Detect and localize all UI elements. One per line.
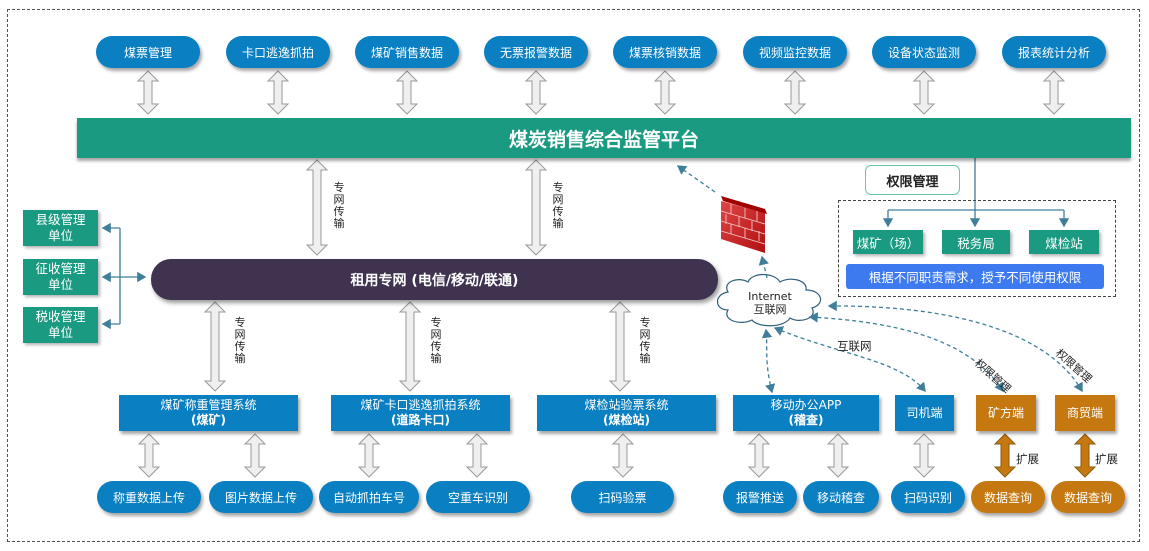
system-name: 移动办公APP xyxy=(770,398,842,412)
extend-label: 扩展 xyxy=(1016,452,1039,466)
unit-label: 征收管理 xyxy=(35,261,86,276)
module-device-status[interactable]: 设备状态监测 xyxy=(872,36,976,68)
module-video-monitoring[interactable]: 视频监控数据 xyxy=(743,36,847,68)
bidirectional-arrow xyxy=(357,433,381,478)
unit-label: 税收管理 xyxy=(35,309,86,324)
function-scan-ticket[interactable]: 扫码验票 xyxy=(571,481,674,513)
bidirectional-arrow xyxy=(653,70,677,115)
function-alarm-push[interactable]: 报警推送 xyxy=(723,481,797,513)
internet-label-cn: 互联网 xyxy=(753,303,787,316)
permission-management-title: 权限管理 xyxy=(865,165,960,195)
system-name: 司机端 xyxy=(906,405,943,420)
function-mine-data-query[interactable]: 数据查询 xyxy=(971,481,1045,513)
system-ticket-inspection[interactable]: 煤检站验票系统(煤检站) xyxy=(537,395,716,431)
unit-tax-management: 税收管理单位 xyxy=(23,307,98,343)
extend-label: 扩展 xyxy=(1095,452,1118,466)
bidirectional-arrow xyxy=(912,70,936,115)
function-scan-recognize[interactable]: 扫码识别 xyxy=(891,481,965,513)
system-weighing[interactable]: 煤矿称重管理系统(煤矿) xyxy=(119,395,298,431)
bidirectional-arrow xyxy=(243,433,267,478)
bidirectional-arrow xyxy=(826,433,850,478)
unit-label: 县级管理 xyxy=(35,212,86,227)
system-driver-client[interactable]: 司机端 xyxy=(895,395,954,431)
transfer-label: 专网传输 xyxy=(234,316,246,365)
perm-inspection-station: 煤检站 xyxy=(1029,230,1099,254)
transfer-arrow xyxy=(203,301,227,392)
module-no-ticket-alarm[interactable]: 无票报警数据 xyxy=(484,36,588,68)
system-checkpoint-capture[interactable]: 煤矿卡口逃逸抓拍系统(道路卡口) xyxy=(331,395,510,431)
bidirectional-arrow xyxy=(137,433,161,478)
system-name: 商贸端 xyxy=(1066,405,1103,420)
transfer-label: 专网传输 xyxy=(333,181,345,230)
permission-note: 根据不同职责需求，授予不同使用权限 xyxy=(846,264,1104,289)
function-image-upload[interactable]: 图片数据上传 xyxy=(209,481,313,513)
system-mine-client[interactable]: 矿方端 xyxy=(976,395,1036,431)
network-title: 租用专网 (电信/移动/联通) xyxy=(350,272,519,289)
transfer-label: 专网传输 xyxy=(552,181,564,230)
system-name: 煤矿称重管理系统 xyxy=(160,398,257,412)
function-mobile-audit[interactable]: 移动稽查 xyxy=(803,481,879,513)
cloud-icon xyxy=(716,273,822,327)
permission-tree xyxy=(882,158,1070,228)
function-weight-upload[interactable]: 称重数据上传 xyxy=(97,481,201,513)
bidirectional-arrow xyxy=(783,70,807,115)
platform-banner: 煤炭销售综合监管平台 xyxy=(77,118,1131,158)
bidirectional-arrow xyxy=(912,433,936,478)
internet-label: Internet 互联网 xyxy=(748,290,792,316)
unit-label: 单位 xyxy=(47,277,73,292)
system-sub: (道路卡口) xyxy=(391,413,450,427)
transfer-label: 专网传输 xyxy=(430,316,442,365)
extend-arrow xyxy=(1073,433,1097,478)
leased-network-bar: 租用专网 (电信/移动/联通) xyxy=(151,259,718,300)
bidirectional-arrow xyxy=(524,70,548,115)
system-name: 煤检站验票系统 xyxy=(584,398,669,412)
system-sub: (稽查) xyxy=(788,413,824,427)
module-ticket-verification[interactable]: 煤票核销数据 xyxy=(613,36,717,68)
permission-group xyxy=(838,200,1116,297)
system-trade-client[interactable]: 商贸端 xyxy=(1055,395,1115,431)
bidirectional-arrow xyxy=(611,433,635,478)
perm-coal-mine: 煤矿（场） xyxy=(853,230,923,254)
function-auto-plate-capture[interactable]: 自动抓拍车号 xyxy=(319,481,419,513)
module-report-analysis[interactable]: 报表统计分析 xyxy=(1002,36,1106,68)
unit-label: 单位 xyxy=(47,228,73,243)
management-connector xyxy=(101,222,147,330)
platform-title: 煤炭销售综合监管平台 xyxy=(508,128,699,151)
module-coal-ticket-management[interactable]: 煤票管理 xyxy=(96,36,200,68)
module-mine-sales-data[interactable]: 煤矿销售数据 xyxy=(355,36,459,68)
bidirectional-arrow xyxy=(1042,70,1066,115)
system-sub: (煤检站) xyxy=(603,413,650,427)
internet-label-en: Internet xyxy=(748,290,792,303)
module-checkpoint-capture[interactable]: 卡口逃逸抓拍 xyxy=(226,36,330,68)
unit-levy-management: 征收管理单位 xyxy=(23,259,98,295)
system-name: 矿方端 xyxy=(987,405,1024,420)
diagram-frame xyxy=(7,9,1140,542)
unit-county-management: 县级管理单位 xyxy=(23,210,98,246)
system-mobile-app[interactable]: 移动办公APP(稽查) xyxy=(733,395,879,431)
function-empty-load-detect[interactable]: 空重车识别 xyxy=(426,481,530,513)
bidirectional-arrow xyxy=(266,70,290,115)
bidirectional-arrow xyxy=(747,433,771,478)
internet-links xyxy=(676,165,1083,394)
transfer-arrow xyxy=(608,301,632,392)
system-sub: (煤矿) xyxy=(191,413,226,427)
bidirectional-arrow xyxy=(136,70,160,115)
function-trade-data-query[interactable]: 数据查询 xyxy=(1051,481,1125,513)
transfer-arrow xyxy=(398,301,422,392)
perm-tax-bureau: 税务局 xyxy=(942,230,1010,254)
system-name: 煤矿卡口逃逸抓拍系统 xyxy=(360,398,481,412)
transfer-label: 专网传输 xyxy=(639,316,651,365)
internet-link-label: 互联网 xyxy=(837,339,872,353)
unit-label: 单位 xyxy=(47,325,73,340)
firewall-icon xyxy=(720,196,767,253)
bidirectional-arrow xyxy=(465,433,489,478)
transfer-arrow xyxy=(305,159,329,256)
extend-arrow xyxy=(993,433,1017,478)
transfer-arrow xyxy=(524,159,548,256)
bidirectional-arrow xyxy=(395,70,419,115)
